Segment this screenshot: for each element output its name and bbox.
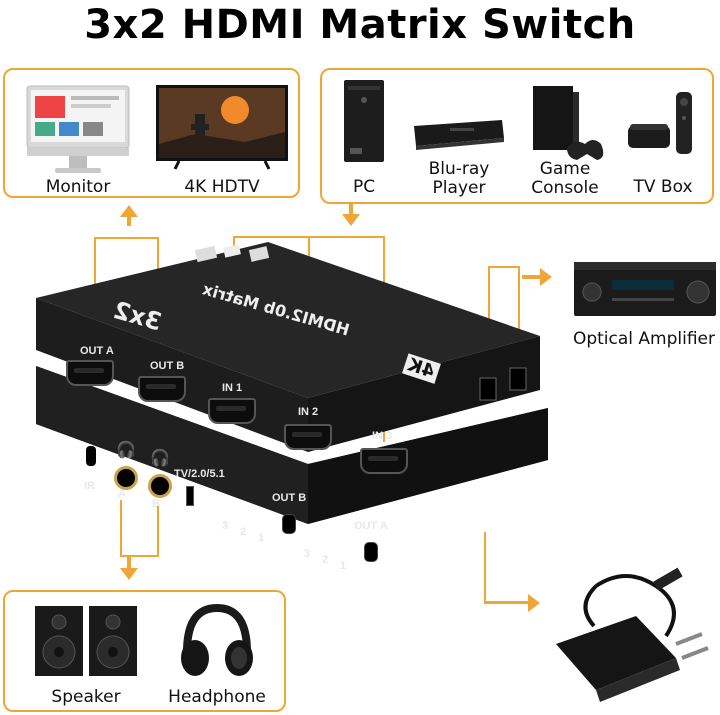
audio-jack-a[interactable] — [114, 466, 138, 490]
audio-line-a — [120, 500, 122, 556]
out-b-num-2: 2 — [240, 526, 247, 538]
power-adapter-icon — [556, 567, 709, 702]
tv-icon — [156, 85, 288, 170]
amplifier-icon — [574, 262, 716, 316]
out-a-button-label: OUT A — [354, 520, 388, 532]
monitor-label: Monitor — [45, 177, 111, 197]
output-arrow-stem — [127, 216, 131, 226]
audio-arrow-stem — [127, 557, 131, 569]
optical-line-2 — [518, 266, 520, 386]
hdmi-port-out-b[interactable] — [138, 376, 186, 402]
power-line-h — [484, 601, 528, 604]
ir-sensor — [86, 446, 96, 466]
out-a-num-2: 2 — [322, 554, 329, 566]
audio-arrow-icon — [120, 568, 138, 580]
input-arrow-stem — [349, 204, 353, 216]
audio-line-h — [120, 555, 159, 557]
out-b-num-1: 1 — [258, 532, 265, 544]
headphone-label: Headphone — [168, 687, 266, 707]
hdmi-port-out-a[interactable] — [66, 360, 114, 386]
optical-arrow-icon — [540, 268, 552, 286]
tv-label: 4K HDTV — [184, 177, 260, 197]
headphone-icon — [181, 603, 253, 676]
bluray-label: Blu-ray Player — [428, 159, 490, 198]
audio-box: Speaker Headphone — [3, 590, 286, 712]
output-arrow-icon — [120, 205, 138, 217]
out-b-button-label: OUT B — [272, 492, 307, 504]
optical-label: Optical Amplifier — [572, 329, 716, 349]
input-arrow-icon — [342, 214, 360, 226]
out-a-button[interactable] — [364, 542, 378, 562]
out-line-top — [94, 237, 158, 239]
hdmi-port-in-2[interactable] — [284, 424, 332, 450]
audio-line-b — [157, 506, 159, 556]
speaker-icon — [35, 606, 137, 676]
jack-a-label: A — [118, 488, 126, 500]
port-label-out-b: OUT B — [150, 360, 185, 372]
tvbox-label: TV Box — [633, 177, 693, 197]
pc-tower-icon — [344, 80, 384, 162]
audio-jack-b[interactable] — [148, 474, 172, 498]
ir-label: IR — [84, 480, 95, 492]
port-label-out-a: OUT A — [80, 345, 114, 357]
console-label: Game Console — [531, 159, 599, 198]
optical-line-h — [522, 275, 540, 279]
optical-line-top — [488, 266, 520, 268]
speaker-label: Speaker — [51, 687, 121, 707]
port-label-in-1: IN 1 — [222, 382, 243, 394]
out-a-num-3: 3 — [304, 548, 311, 560]
power-line-v — [484, 532, 486, 602]
headphone-mark-b-icon: 🎧 — [150, 450, 170, 467]
inputs-box: PC Blu-ray Player Game Console TV Box — [320, 68, 714, 204]
monitor-icon — [26, 85, 130, 173]
out-a-num-1: 1 — [340, 560, 347, 572]
hdmi-port-in-1[interactable] — [208, 398, 256, 424]
hdmi-port-in-3[interactable] — [360, 448, 408, 474]
port-label-in-3: IN 3 — [372, 430, 393, 442]
out-b-button[interactable] — [282, 514, 296, 534]
port-label-in-2: IN 2 — [298, 406, 319, 418]
jack-b-label: B — [152, 498, 160, 510]
out-b-num-3: 3 — [222, 520, 229, 532]
mode-switch[interactable] — [186, 486, 194, 506]
bluray-player-icon — [414, 120, 504, 150]
headphone-mark-a-icon: 🎧 — [116, 442, 136, 459]
tv-box-icon — [628, 92, 692, 154]
pc-label: PC — [352, 177, 376, 197]
mode-label: TV/2.0/5.1 — [174, 468, 225, 480]
page-title: 3x2 HDMI Matrix Switch — [84, 2, 636, 48]
game-console-icon — [533, 86, 604, 160]
outputs-box: Monitor 4K HDTV — [3, 68, 300, 198]
power-arrow-icon — [528, 594, 540, 612]
